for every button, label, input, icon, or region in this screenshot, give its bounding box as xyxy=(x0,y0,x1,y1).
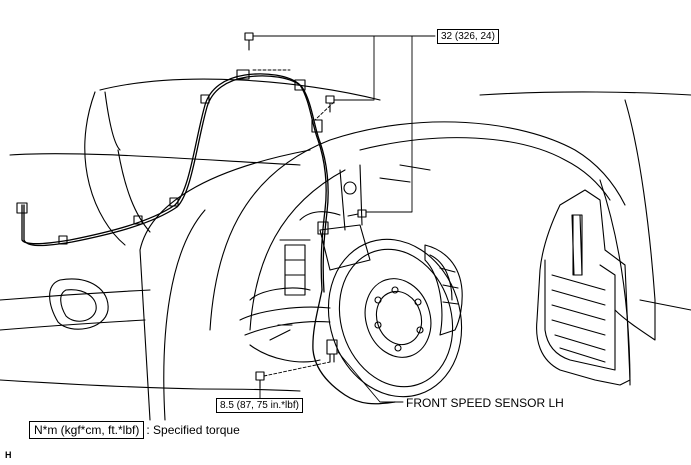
sensor-harness-wire xyxy=(21,73,396,405)
corner-code: H xyxy=(5,450,12,460)
legend-symbol: N*m (kgf*cm, ft.*lbf) xyxy=(29,421,145,439)
speed-sensor-head xyxy=(326,339,338,363)
fender-outline xyxy=(0,78,381,421)
lower-control-arm xyxy=(239,287,331,363)
brake-disc xyxy=(327,238,463,398)
bolt-mid xyxy=(347,209,367,218)
sensor-leader xyxy=(337,351,404,403)
legend-meaning: : Specified torque xyxy=(146,423,240,437)
headlamp-outline xyxy=(49,278,109,330)
suspension-strut xyxy=(279,164,371,296)
wire-clamps xyxy=(16,69,329,245)
lower-torque-callout: 8.5 (87, 75 in.*lbf) xyxy=(216,398,303,413)
bolt-upper-right xyxy=(325,95,335,113)
bolt-lower xyxy=(255,371,265,389)
sensor-name-label: FRONT SPEED SENSOR LH xyxy=(406,396,564,410)
wheel-well-outline xyxy=(209,121,631,386)
bolt-upper-left xyxy=(244,32,254,51)
torque-legend: N*m (kgf*cm, ft.*lbf): Specified torque xyxy=(29,421,240,439)
body-side-panel xyxy=(379,91,691,341)
mud-flap xyxy=(536,189,631,386)
torque-leader-upper xyxy=(252,35,436,213)
brake-caliper xyxy=(424,244,463,336)
upper-torque-callout: 32 (326, 24) xyxy=(437,29,499,44)
torque-leader-lower xyxy=(259,361,331,399)
